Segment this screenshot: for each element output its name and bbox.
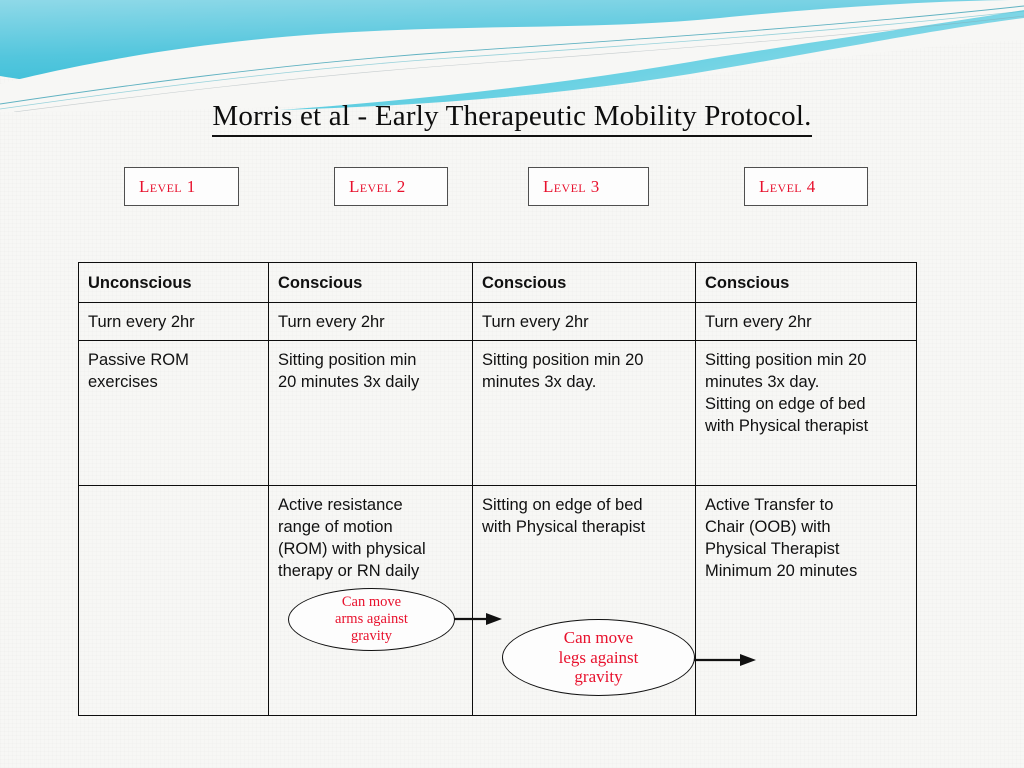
level-box-1: Level 1	[124, 167, 239, 206]
table-header-row: Unconscious Conscious Conscious Consciou…	[78, 261, 917, 304]
callout-can-move-arms: Can move arms against gravity	[288, 588, 455, 651]
header-wave-decoration	[0, 0, 1024, 112]
level-box-3: Level 3	[528, 167, 649, 206]
cell-line: Sitting position min 20	[705, 350, 867, 369]
table-row: Turn every 2hr Turn every 2hr Turn every…	[78, 302, 917, 341]
table-header-cell-1: Unconscious	[78, 261, 269, 304]
callout-line: gravity	[350, 627, 393, 644]
table-cell: Turn every 2hr	[472, 302, 696, 341]
table-header-cell-2: Conscious	[268, 261, 473, 304]
callout-line: arms against	[335, 611, 408, 628]
cell-line: Sitting on edge of bed	[705, 395, 866, 414]
table-cell: Sitting position min 20 minutes 3x day.	[472, 339, 696, 486]
cell-line: Turn every 2hr	[88, 313, 195, 332]
level-label-1: Level 1	[139, 176, 196, 196]
level-box-2: Level 2	[334, 167, 448, 206]
level-label-3: Level 3	[543, 176, 600, 196]
cell-line: Turn every 2hr	[482, 313, 589, 332]
level-label-4: Level 4	[759, 176, 816, 196]
callout-can-move-legs: Can move legs against gravity	[502, 619, 695, 696]
table-cell: Turn every 2hr	[78, 302, 269, 341]
cell-line: Sitting position min	[278, 350, 417, 369]
level-box-4: Level 4	[744, 167, 868, 206]
page-title-text: Morris et al - Early Therapeutic Mobilit…	[212, 100, 812, 137]
cell-line: Sitting on edge of bed	[482, 495, 643, 514]
cell-line: with Physical therapist	[705, 417, 869, 436]
callout-line: legs against	[558, 647, 639, 667]
table-header-cell-4: Conscious	[695, 261, 917, 304]
cell-line: Chair (OOB) with	[705, 517, 831, 536]
cell-line: Turn every 2hr	[705, 313, 812, 332]
page-title: Morris et al - Early Therapeutic Mobilit…	[0, 100, 1024, 137]
callout-line: gravity	[574, 667, 623, 687]
callout-line: Can move	[563, 627, 634, 647]
table-cell: Turn every 2hr	[268, 302, 473, 341]
table-cell: Sitting position min 20 minutes 3x daily	[268, 339, 473, 486]
cell-line: minutes 3x day.	[705, 372, 820, 391]
callout-line: Can move	[341, 594, 402, 611]
cell-line: Minimum 20 minutes	[705, 562, 858, 581]
cell-line: Turn every 2hr	[278, 313, 385, 332]
table-row: Active resistance range of motion (ROM) wi…	[78, 484, 917, 716]
cell-line: (ROM) with physical	[278, 540, 426, 559]
table-row: Passive ROM exercises Sitting position mi…	[78, 339, 917, 486]
cell-line: Active Transfer to	[705, 495, 834, 514]
protocol-table: Unconscious Conscious Conscious Consciou…	[78, 261, 917, 716]
arrow-right-icon	[452, 613, 502, 625]
cell-line: with Physical therapist	[482, 517, 646, 536]
cell-line: exercises	[88, 372, 158, 391]
cell-line: range of motion	[278, 517, 393, 536]
table-cell	[78, 484, 269, 716]
cell-line: Sitting position min 20	[482, 350, 644, 369]
cell-line: minutes 3x day.	[482, 372, 597, 391]
level-label-2: Level 2	[349, 176, 406, 196]
cell-line: therapy or RN daily	[278, 562, 420, 581]
cell-line: 20 minutes 3x daily	[278, 372, 420, 391]
table-cell: Sitting position min 20 minutes 3x day. Si…	[695, 339, 917, 486]
table-cell: Turn every 2hr	[695, 302, 917, 341]
table-header-cell-3: Conscious	[472, 261, 696, 304]
table-cell: Passive ROM exercises	[78, 339, 269, 486]
cell-line: Passive ROM	[88, 350, 189, 369]
table-cell: Sitting on edge of bed with Physical ther…	[472, 484, 696, 716]
cell-line: Physical Therapist	[705, 540, 840, 559]
cell-line: Active resistance	[278, 495, 403, 514]
